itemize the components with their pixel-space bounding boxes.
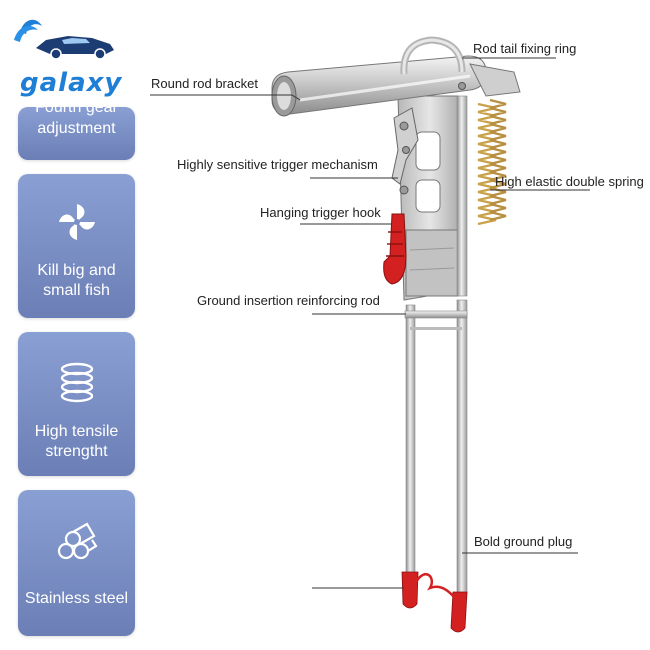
label-round-rod-bracket: Round rod bracket bbox=[151, 76, 258, 91]
label-trigger-hook: Hanging trigger hook bbox=[260, 205, 381, 220]
ground-rod-right bbox=[456, 299, 468, 596]
feature-label-line1: High tensile bbox=[34, 423, 119, 440]
ground-rod-left bbox=[405, 304, 416, 576]
brand-logo: galaxy bbox=[6, 12, 126, 98]
ground-cap-left bbox=[401, 571, 419, 609]
feature-card-gear: Fourth gear adjustment bbox=[18, 99, 135, 160]
feature-label-line2: small fish bbox=[43, 282, 110, 299]
steel-rods-icon bbox=[54, 518, 100, 569]
feature-label-line1: Kill big and bbox=[37, 262, 116, 279]
label-trigger-mechanism: Highly sensitive trigger mechanism bbox=[177, 157, 378, 172]
double-spring bbox=[477, 98, 507, 226]
feature-card-fish: Kill big and small fish bbox=[18, 174, 135, 318]
feature-label-line2: strengtht bbox=[45, 443, 108, 460]
feature-label-line1: Stainless steel bbox=[24, 590, 129, 607]
ground-cap-right bbox=[450, 591, 468, 633]
label-rod-tail-fixing-ring: Rod tail fixing ring bbox=[473, 41, 577, 56]
label-double-spring: High elastic double spring bbox=[495, 174, 644, 189]
label-reinforcing-rod: Ground insertion reinforcing rod bbox=[197, 293, 380, 308]
feature-label-line1: Fourth gear bbox=[35, 99, 118, 116]
brand-logo-text: galaxy bbox=[20, 68, 123, 98]
label-ground-plug: Bold ground plug bbox=[474, 534, 573, 549]
annotation-leader-lines bbox=[150, 57, 590, 589]
reinforcing-bar-lower bbox=[410, 327, 462, 330]
feature-card-tensile: High tensile strengtht bbox=[18, 332, 135, 476]
feature-label-line2: adjustment bbox=[37, 120, 116, 137]
pinwheel-icon bbox=[55, 200, 99, 249]
body-lower-plate bbox=[405, 229, 459, 297]
feature-card-steel: Stainless steel bbox=[18, 490, 135, 636]
cap-strap bbox=[414, 572, 456, 599]
reinforcing-bar bbox=[404, 310, 468, 319]
trigger-mechanism bbox=[391, 107, 419, 185]
body-slot-upper bbox=[415, 131, 441, 171]
spring-coil-icon bbox=[55, 360, 99, 411]
car-logo-icon bbox=[14, 19, 114, 60]
body-slot-lower bbox=[415, 179, 441, 213]
